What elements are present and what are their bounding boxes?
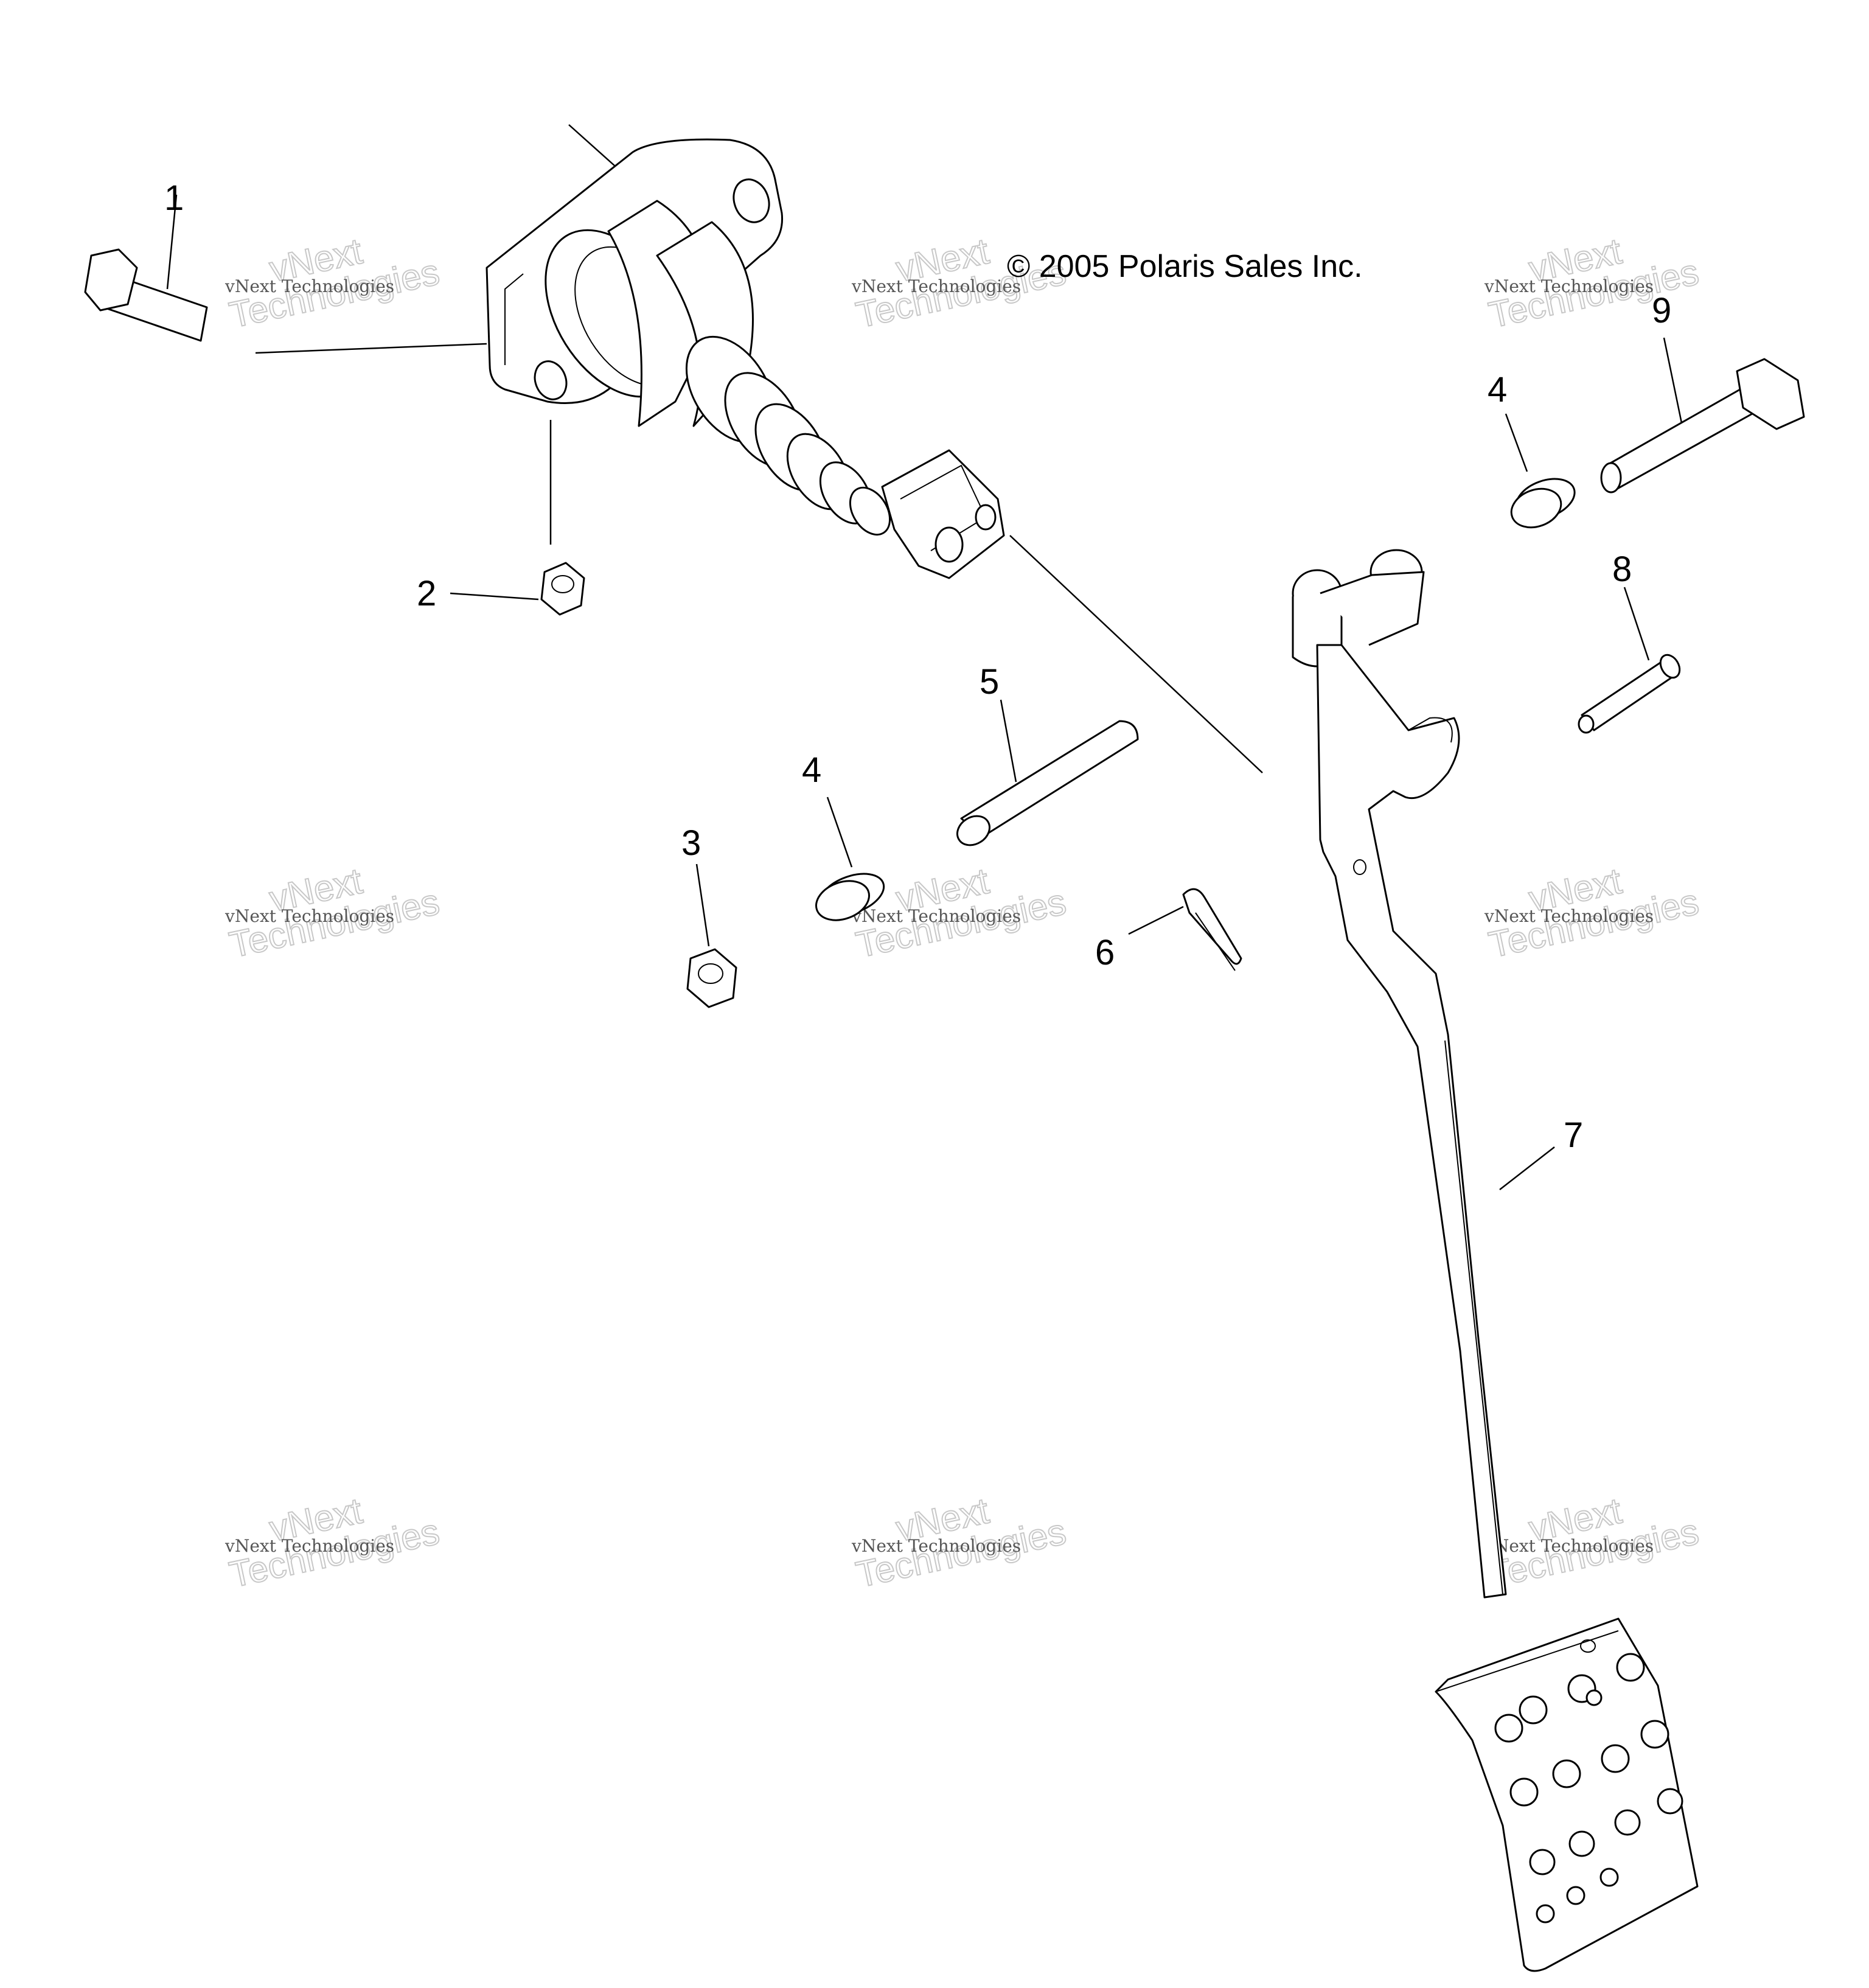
- nut-3: 3: [681, 823, 737, 1008]
- bolt-1: 1: [84, 178, 208, 342]
- brake-pedal-7: 7: [1292, 549, 1699, 1972]
- callout-4-upper: 4: [1488, 370, 1507, 410]
- callout-5: 5: [980, 662, 999, 702]
- callout-1: 1: [164, 178, 184, 218]
- watermark-small-text: vNext Technologies: [224, 1536, 394, 1556]
- watermark: Technologies vNext vNext Technologies: [224, 230, 444, 337]
- sleeve-5: 5: [956, 662, 1139, 846]
- callout-3: 3: [681, 823, 701, 863]
- watermark-small-text: vNext Technologies: [224, 276, 394, 296]
- bushing-4-upper: 4: [1488, 370, 1576, 529]
- callout-9: 9: [1652, 291, 1671, 330]
- watermark: Technologies vNext vNext Technologies: [1484, 1490, 1703, 1596]
- bolt-9: 9: [1600, 291, 1805, 494]
- watermark-small-text: vNext Technologies: [1484, 276, 1654, 296]
- watermark: Technologies vNext vNext Technologies: [224, 860, 444, 966]
- clip-6: 6: [1095, 888, 1242, 972]
- watermark-small-text: vNext Technologies: [851, 276, 1021, 296]
- watermark-small-text: vNext Technologies: [1484, 906, 1654, 926]
- watermark: Technologies vNext vNext Technologies: [851, 860, 1070, 966]
- clevis-pin-8: 8: [1578, 549, 1681, 734]
- watermark: Technologies vNext vNext Technologies: [851, 1490, 1070, 1596]
- callout-8: 8: [1612, 549, 1632, 589]
- callout-4-lower: 4: [802, 750, 821, 790]
- callout-6: 6: [1095, 933, 1115, 972]
- watermark-small-text: vNext Technologies: [851, 1536, 1021, 1556]
- pedal-pad-holes: [1494, 1653, 1683, 1923]
- callout-7: 7: [1564, 1115, 1583, 1155]
- watermark: Technologies vNext vNext Technologies: [224, 1490, 444, 1596]
- callout-2: 2: [417, 574, 436, 613]
- bushing-4: 4: [802, 750, 885, 921]
- watermark-small-text: vNext Technologies: [224, 906, 394, 926]
- master-cylinder: [255, 124, 1263, 773]
- watermark-small-text: vNext Technologies: [1484, 1536, 1654, 1556]
- nut-2: 2: [417, 420, 585, 616]
- copyright-notice: © 2005 Polaris Sales Inc.: [1007, 249, 1363, 284]
- watermark-small-text: vNext Technologies: [851, 906, 1021, 926]
- watermark: Technologies vNext vNext Technologies: [1484, 860, 1703, 966]
